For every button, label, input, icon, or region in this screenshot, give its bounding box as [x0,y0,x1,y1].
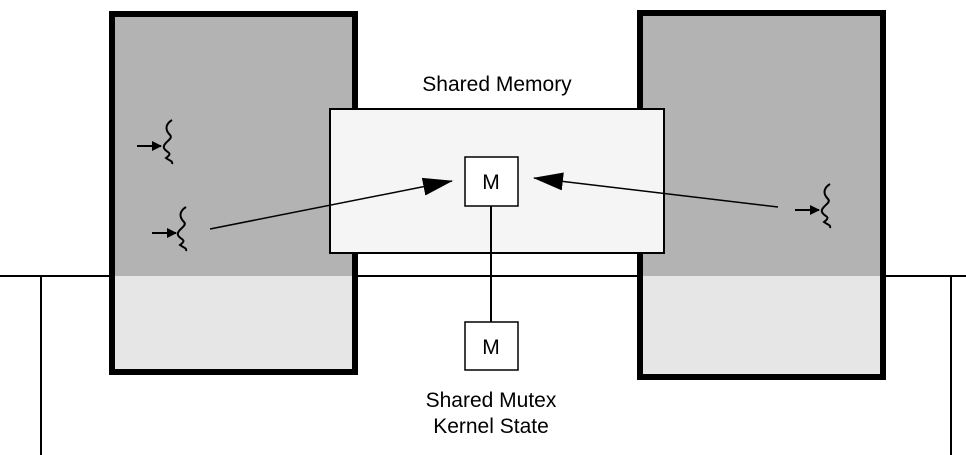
thread-icon [137,119,174,165]
kernel-state-label-line1: Shared Mutex [426,389,557,412]
shared-memory-label: Shared Memory [422,73,572,96]
thread-icon [795,183,832,229]
thread-icon [152,206,188,252]
arrow-left-thread-to-mutex [209,177,453,230]
mutex-label-bottom: M [482,336,500,359]
process-left [109,11,358,375]
mutex-box-kernel: M [464,321,519,371]
mutex-label-top: M [482,171,500,194]
mutex-box-shared-memory: M [464,156,519,207]
kernel-state-label-line2: Kernel State [433,415,549,438]
arrow-right-thread-to-mutex [533,172,779,208]
